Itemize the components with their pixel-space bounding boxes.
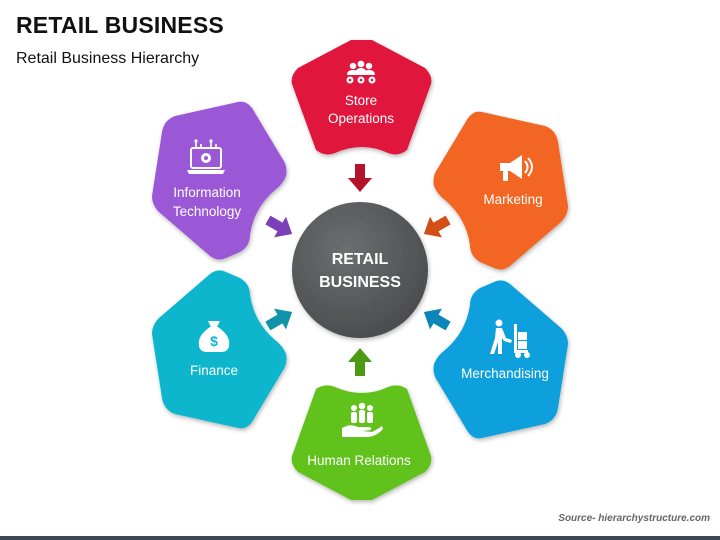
arrow-human-relations	[348, 348, 372, 376]
arrow-merchandising	[423, 308, 451, 331]
megaphone-icon	[500, 155, 533, 181]
arrow-finance	[265, 308, 293, 331]
svg-text:$: $	[210, 333, 218, 349]
bottom-bar	[0, 536, 720, 540]
node-marketing-shape	[433, 111, 568, 270]
center-node: RETAIL BUSINESS	[292, 202, 428, 338]
node-human-relations-shape	[291, 385, 432, 500]
node-human-relations: Human Relations	[291, 385, 432, 500]
arrow-finance-shape	[265, 308, 293, 331]
center-circle	[292, 202, 428, 338]
node-merchandising-shape	[433, 280, 568, 439]
arrow-store-operations-shape	[348, 164, 372, 192]
laptop-gear-icon	[187, 139, 225, 174]
arrow-marketing	[423, 215, 451, 238]
page-subtitle: Retail Business Hierarchy	[16, 50, 200, 67]
center-line1: RETAIL	[332, 251, 389, 268]
node-store-operations-line2: Operations	[328, 111, 394, 126]
node-finance: $ Finance	[152, 270, 287, 429]
node-information-technology-line2: Technology	[173, 204, 242, 219]
arrow-information-technology	[265, 215, 293, 238]
arrow-store-operations	[348, 164, 372, 192]
node-finance-label: Finance	[190, 363, 238, 378]
node-marketing-label: Marketing	[483, 192, 542, 207]
arrow-information-technology-shape	[265, 215, 293, 238]
center-line2: BUSINESS	[319, 274, 401, 291]
node-human-relations-label: Human Relations	[307, 453, 411, 468]
people-hand-icon	[342, 402, 383, 437]
node-information-technology-shape	[152, 101, 287, 260]
node-information-technology-line1: Information	[173, 185, 241, 200]
node-store-operations-shape	[291, 40, 432, 155]
node-marketing: Marketing	[433, 111, 568, 270]
hand-truck-icon	[490, 319, 530, 358]
page-title: RETAIL BUSINESS	[16, 12, 224, 38]
arrow-merchandising-shape	[423, 308, 451, 331]
node-merchandising-label: Merchandising	[461, 366, 549, 381]
arrow-human-relations-shape	[348, 348, 372, 376]
node-store-operations: Store Operations	[291, 40, 432, 155]
node-store-operations-line1: Store	[345, 93, 377, 108]
source-credit: Source- hierarchystructure.com	[558, 513, 710, 524]
team-gears-icon	[346, 60, 376, 84]
arrow-marketing-shape	[423, 215, 451, 238]
node-information-technology: Information Technology	[152, 101, 287, 260]
money-bag-icon: $	[198, 321, 230, 352]
node-merchandising: Merchandising	[433, 280, 568, 439]
